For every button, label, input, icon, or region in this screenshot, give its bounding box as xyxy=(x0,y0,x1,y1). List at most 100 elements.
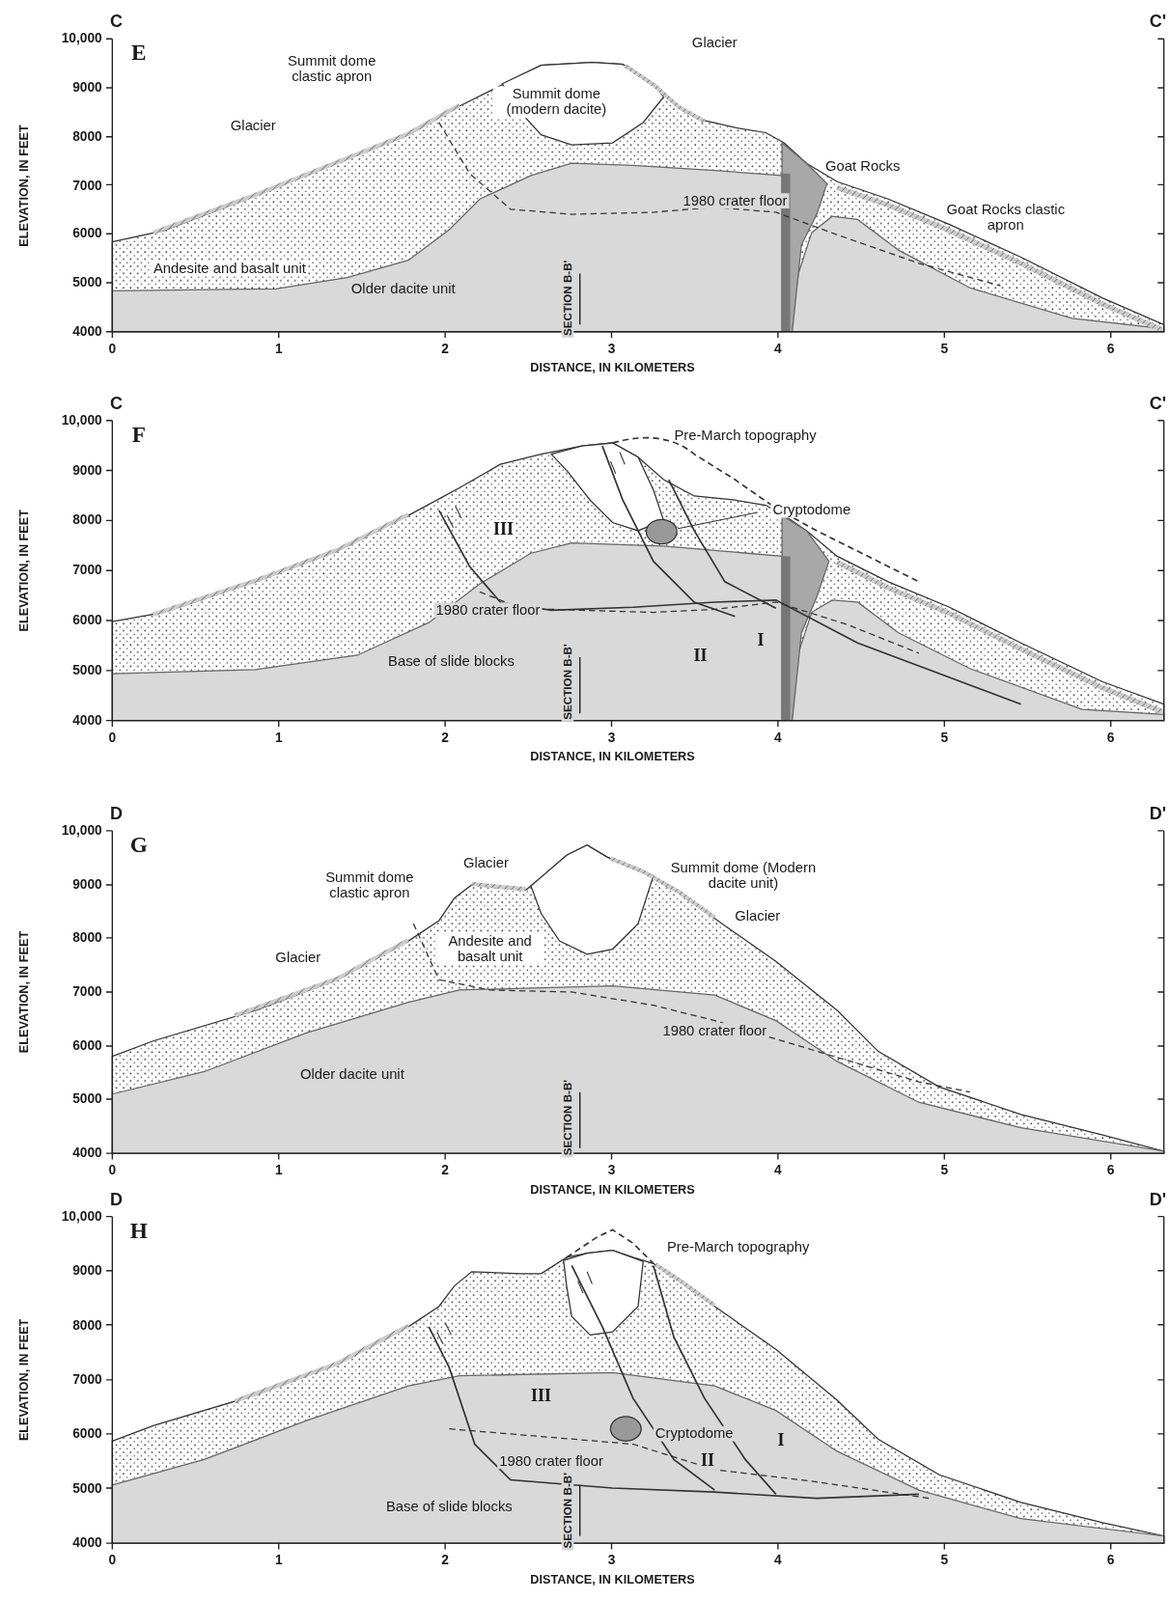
tick-label: 0 xyxy=(109,1164,117,1179)
unit-label: Summit dome (modern dacite) xyxy=(493,85,620,118)
axis-title: ELEVATION, IN FEET xyxy=(17,1319,31,1442)
tick-label: 3 xyxy=(608,1164,616,1179)
tick-label: 6000 xyxy=(72,226,103,242)
tick-label: 6 xyxy=(1107,341,1115,357)
unit-label: Summit dome clastic apron xyxy=(276,54,389,86)
axis-title: ELEVATION, IN FEET xyxy=(17,124,31,247)
unit-label: Glacier xyxy=(230,117,277,134)
tick-label: 5000 xyxy=(72,1481,103,1497)
section-end-label: D xyxy=(110,805,123,825)
tick-label: 4 xyxy=(774,1164,782,1179)
tick-label: 8000 xyxy=(72,513,103,529)
slide-block-number: II xyxy=(691,646,709,667)
tick-label: 10,000 xyxy=(61,413,103,428)
unit-label: Pre-March topography xyxy=(667,1239,809,1255)
unit-label: Goat Rocks clastic apron xyxy=(944,201,1067,234)
tick-label: 0 xyxy=(109,1554,117,1569)
axis-title: DISTANCE, IN KILOMETERS xyxy=(529,362,695,376)
axis-title: ELEVATION, IN FEET xyxy=(17,509,31,632)
axis-title: DISTANCE, IN KILOMETERS xyxy=(529,1183,695,1198)
tick-label: 5000 xyxy=(72,276,103,291)
tick-label: 6 xyxy=(1107,1554,1115,1569)
tick-label: 4 xyxy=(774,730,782,746)
panel-letter: F xyxy=(132,422,146,448)
tick-label: 1 xyxy=(275,730,283,746)
tick-label: 6 xyxy=(1107,1164,1115,1179)
tick-label: 9000 xyxy=(72,80,103,95)
tick-label: 1 xyxy=(275,341,283,357)
unit-label: Cryptodome xyxy=(653,1426,736,1443)
tick-label: 5 xyxy=(940,730,948,746)
unit-label: 1980 crater floor xyxy=(497,1453,606,1470)
unit-label: Andesite and basalt unit xyxy=(437,933,544,966)
section-end-label: D xyxy=(110,1191,123,1211)
panel-letter: E xyxy=(131,40,147,66)
unit-label: Andesite and basalt unit xyxy=(151,260,308,277)
tick-label: 10,000 xyxy=(61,1209,103,1225)
tick-label: 4000 xyxy=(72,1146,103,1162)
tick-label: 1 xyxy=(275,1164,283,1179)
section-marker: SECTION B-B' xyxy=(561,258,575,339)
unit-label: Base of slide blocks xyxy=(386,653,517,669)
tick-label: 4000 xyxy=(72,713,103,728)
tick-label: 6000 xyxy=(72,612,103,628)
unit-label: Pre-March topography xyxy=(673,427,816,444)
tick-label: 3 xyxy=(608,1554,616,1569)
tick-label: 8000 xyxy=(72,931,103,947)
tick-label: 5 xyxy=(940,341,948,357)
unit-label: Glacier xyxy=(692,34,738,51)
unit-label: Base of slide blocks xyxy=(384,1499,515,1515)
tick-label: 8000 xyxy=(72,129,103,144)
unit-label: Summit dome (Modern dacite unit) xyxy=(656,860,831,892)
tick-label: 7000 xyxy=(72,984,103,1000)
tick-label: 0 xyxy=(109,341,117,357)
panel-letter: G xyxy=(130,833,148,859)
slide-block-number: I xyxy=(775,1431,786,1451)
section-marker: SECTION B-B' xyxy=(561,1471,575,1552)
unit-label: Summit dome clastic apron xyxy=(313,870,426,903)
unit-label: Cryptodome xyxy=(770,502,853,519)
tick-label: 7000 xyxy=(72,1372,103,1388)
section-marker: SECTION B-B' xyxy=(561,1078,575,1159)
tick-label: 7000 xyxy=(72,563,103,579)
panel-letter: H xyxy=(130,1219,148,1245)
unit-label: Older dacite unit xyxy=(349,280,458,297)
tick-label: 9000 xyxy=(72,1263,103,1279)
slide-block-number: II xyxy=(698,1452,717,1473)
tick-label: 9000 xyxy=(72,877,103,892)
section-marker: SECTION B-B' xyxy=(561,641,575,723)
tick-label: 0 xyxy=(109,730,117,746)
slide-block-number: III xyxy=(491,520,516,540)
axis-title: DISTANCE, IN KILOMETERS xyxy=(529,1573,695,1588)
tick-label: 10,000 xyxy=(61,823,103,838)
axis-title: DISTANCE, IN KILOMETERS xyxy=(529,751,695,765)
tick-label: 2 xyxy=(441,1554,449,1569)
tick-label: 3 xyxy=(608,730,616,746)
unit-label: 1980 crater floor xyxy=(660,1023,769,1039)
unit-label: Glacier xyxy=(463,856,509,872)
tick-label: 1 xyxy=(275,1554,283,1569)
axis-title: ELEVATION, IN FEET xyxy=(17,931,31,1054)
tick-label: 4 xyxy=(774,1554,782,1569)
tick-label: 4000 xyxy=(72,1536,103,1552)
unit-label: 1980 crater floor xyxy=(680,193,789,209)
section-end-label: C xyxy=(110,394,123,415)
tick-label: 9000 xyxy=(72,463,103,478)
unit-label: Glacier xyxy=(734,909,780,925)
unit-label: Older dacite unit xyxy=(298,1067,407,1084)
slide-block-number: III xyxy=(529,1387,554,1407)
unit-label: Goat Rocks xyxy=(825,158,900,174)
tick-label: 5 xyxy=(940,1554,948,1569)
tick-label: 4000 xyxy=(72,324,103,339)
unit-label: Glacier xyxy=(275,949,321,966)
tick-label: 7000 xyxy=(72,177,103,193)
section-end-label: C' xyxy=(1149,12,1167,32)
slide-block-number: I xyxy=(754,631,766,651)
tick-label: 6000 xyxy=(72,1038,103,1054)
tick-label: 2 xyxy=(441,1164,449,1179)
tick-label: 5000 xyxy=(72,663,103,678)
section-end-label: C xyxy=(110,12,123,32)
tick-label: 6 xyxy=(1107,730,1115,746)
tick-label: 5000 xyxy=(72,1092,103,1108)
